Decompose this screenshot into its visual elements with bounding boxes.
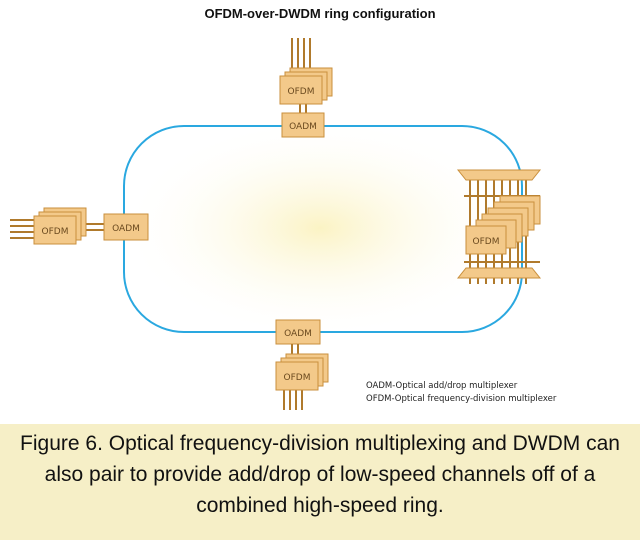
top-ofdm-label: OFDM xyxy=(288,87,315,97)
legend: OADM-Optical add/drop multiplexer OFDM-O… xyxy=(366,380,636,406)
diagram-title: OFDM-over-DWDM ring configuration xyxy=(204,6,436,21)
left-ofdm-label: OFDM xyxy=(42,227,69,237)
top-oadm-box xyxy=(281,112,325,138)
legend-ofdm: OFDM-Optical frequency-division multiple… xyxy=(366,394,557,404)
bottom-ofdm-label: OFDM xyxy=(284,373,311,383)
right-oadm-top-bar xyxy=(456,169,542,181)
ring-diagram: OFDM OADM OFDM OADM xyxy=(10,38,542,410)
ring-glow xyxy=(120,118,520,338)
caption-panel xyxy=(0,424,640,540)
top-oadm-label: OADM xyxy=(289,122,317,132)
bottom-oadm-label: OADM xyxy=(284,329,312,339)
left-oadm-box xyxy=(103,213,149,241)
right-ofdm-label: OFDM xyxy=(473,237,500,247)
right-ofdm-stack xyxy=(465,195,541,255)
bottom-ofdm-stack xyxy=(275,353,329,391)
left-oadm-label: OADM xyxy=(112,224,140,234)
left-ofdm-stack xyxy=(33,207,87,245)
figure-caption: Figure 6. Optical frequency-division mul… xyxy=(20,432,620,517)
legend-oadm: OADM-Optical add/drop multiplexer xyxy=(366,381,518,391)
top-ofdm-stack xyxy=(279,67,333,105)
right-oadm-bottom-bar xyxy=(456,267,542,279)
